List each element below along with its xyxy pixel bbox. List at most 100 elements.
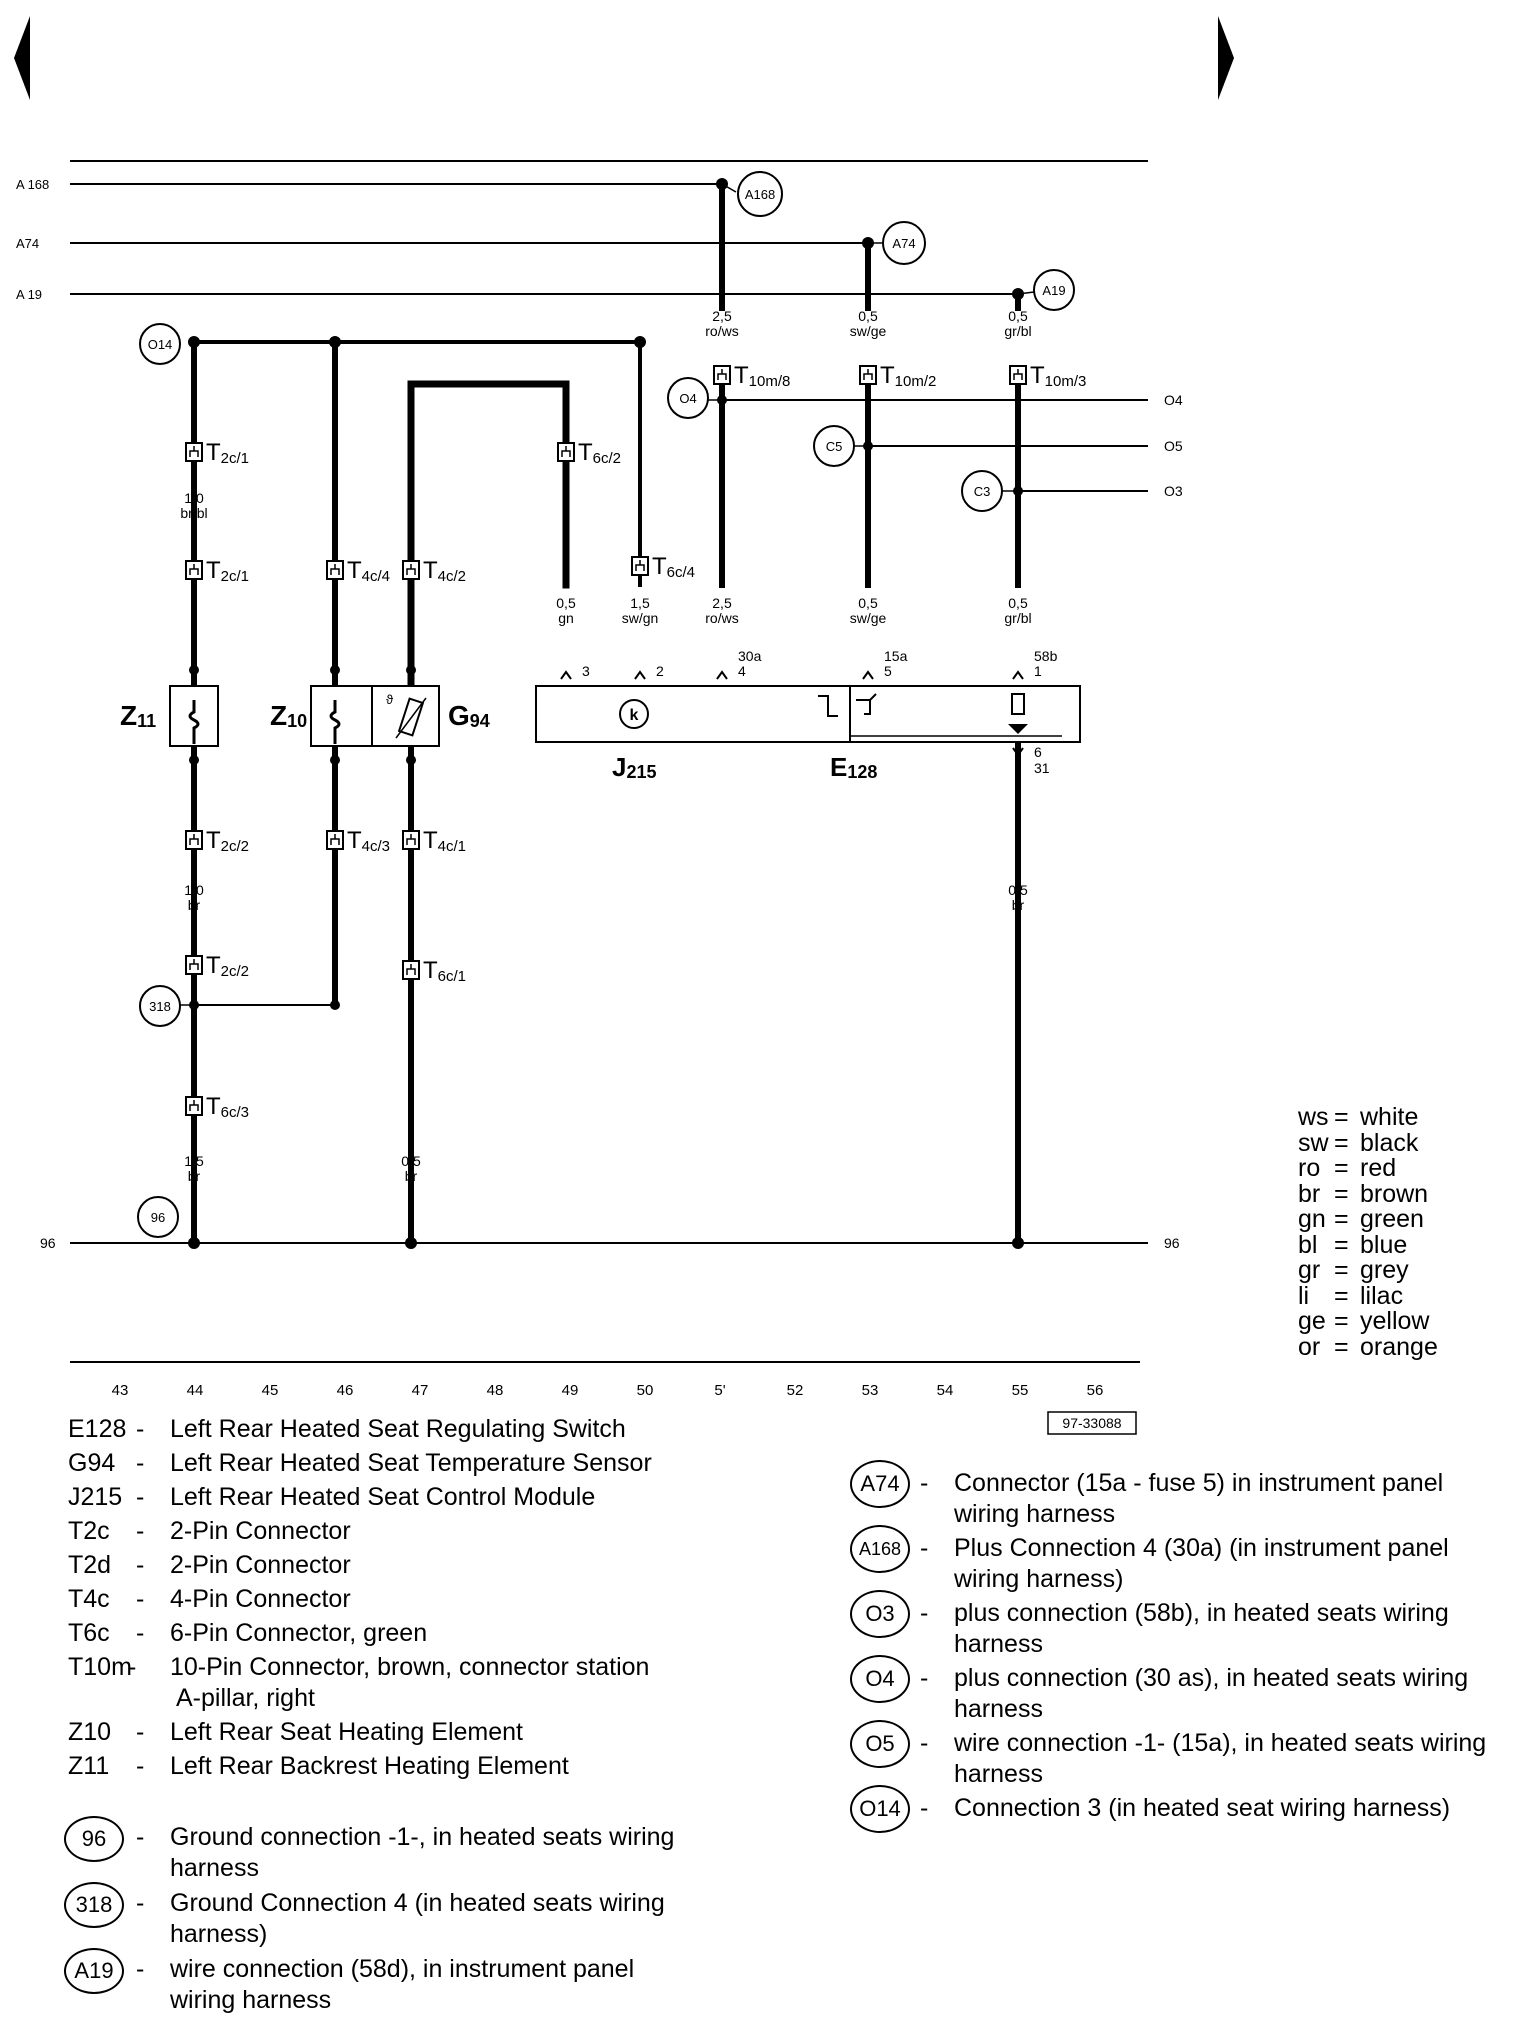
equals-sign: = <box>1334 1332 1349 1361</box>
wire-label: 2,5ro/ws <box>705 308 738 339</box>
circle-ref-a74-top: A74 <box>868 221 926 265</box>
scale-number: 5' <box>714 1382 725 1399</box>
svg-text:gr/bl: gr/bl <box>1004 610 1031 626</box>
svg-text:0,5: 0,5 <box>401 1153 421 1169</box>
pin-2: 2 <box>634 663 664 680</box>
scale-number: 46 <box>337 1382 354 1399</box>
legend-circle-ref: A19 <box>64 1948 124 1994</box>
svg-text:4: 4 <box>738 663 746 679</box>
color-name: red <box>1360 1154 1397 1182</box>
color-code: ro <box>1298 1154 1321 1182</box>
legend-circle-ref: A168 <box>850 1525 910 1573</box>
connector-label: T6c/3 <box>206 1093 249 1121</box>
equals-sign: = <box>1334 1281 1349 1310</box>
scale-number: 44 <box>187 1382 204 1399</box>
connector-2c-1: T2c/1 <box>185 439 249 467</box>
color-key-row: or=orange <box>1298 1332 1438 1361</box>
legend-description: Left Rear Heated Seat Regulating Switch <box>170 1415 626 1443</box>
legend-description: wire connection (58d), in instrument pan… <box>170 1955 635 1983</box>
bus-label-a19: A 19 <box>16 287 42 302</box>
bus-label-ground: 96 <box>40 1235 56 1251</box>
scale-number: 43 <box>112 1382 129 1399</box>
connector-label: T6c/4 <box>652 553 695 581</box>
svg-text:1,0: 1,0 <box>184 490 204 506</box>
wire-label: 0,5gr/bl <box>1004 308 1031 339</box>
connector-2c-2: T2c/2 <box>185 952 249 980</box>
wire-label: 2,5ro/ws <box>705 595 738 626</box>
legend-dash: - <box>136 1449 145 1477</box>
bus-label-a74: A74 <box>16 236 39 251</box>
legend-description: Left Rear Seat Heating Element <box>170 1718 523 1746</box>
svg-text:0,5: 0,5 <box>858 595 878 611</box>
color-code: gr <box>1298 1256 1321 1284</box>
color-code: or <box>1298 1332 1321 1361</box>
svg-text:1,0: 1,0 <box>184 882 204 898</box>
bus-label-a168: A 168 <box>16 177 49 192</box>
svg-text:0,5: 0,5 <box>858 308 878 324</box>
color-code: li <box>1298 1281 1310 1310</box>
scale-number: 56 <box>1087 1382 1104 1399</box>
color-key-row: gn=green <box>1298 1206 1438 1233</box>
color-name: grey <box>1360 1256 1409 1284</box>
wire-label: 1,0br/bl <box>180 490 207 521</box>
relay-icon <box>619 699 649 729</box>
j215-e128-module: k J215 E128 <box>535 685 1081 782</box>
legend-code: T4c <box>68 1585 110 1613</box>
circle-ref-text: A168 <box>745 187 775 202</box>
svg-text:15a: 15a <box>884 648 908 664</box>
svg-text:sw/ge: sw/ge <box>850 323 887 339</box>
legend-circle-ref: O14 <box>850 1785 910 1833</box>
e128-label: E128 <box>830 752 877 782</box>
legend-dash: - <box>136 1619 145 1647</box>
connector-4c-1: T4c/1 <box>402 827 466 855</box>
color-key-row: gr = grey <box>1298 1256 1438 1284</box>
connector-4c-2: T4c/2 <box>402 557 466 585</box>
legend-circle-ref: O5 <box>850 1720 910 1768</box>
prev-page-icon[interactable] <box>14 16 30 100</box>
legend-dash: - <box>920 1794 929 1822</box>
legend-code: Z11 <box>68 1752 110 1780</box>
connector-label: T2c/1 <box>206 439 249 467</box>
scale-number: 47 <box>412 1382 429 1399</box>
bus-line-a168: A 168 <box>16 177 722 192</box>
legend-dash: - <box>920 1664 929 1692</box>
circle-ref-o5: C5 <box>813 425 868 467</box>
legend-description-continued: harness) <box>170 1920 268 1948</box>
legend-dash: - <box>128 1653 137 1681</box>
connector-4c-3: T4c/3 <box>326 827 390 855</box>
svg-text:br: br <box>188 1168 201 1184</box>
legend-dash: - <box>136 1551 145 1579</box>
right-line-o5: O5 <box>868 438 1183 454</box>
connector-label: T10m/8 <box>734 362 790 390</box>
equals-sign: = <box>1334 1128 1349 1157</box>
svg-text:2: 2 <box>656 663 664 679</box>
circle-ref-o4: O4 <box>667 377 722 419</box>
svg-text:sw/ge: sw/ge <box>850 610 887 626</box>
svg-text:sw/gn: sw/gn <box>622 610 659 626</box>
legend-dash: - <box>136 1517 145 1545</box>
legend-description: wire connection -1- (15a), in heated sea… <box>954 1729 1487 1757</box>
color-key-row: ge=yellow <box>1298 1307 1438 1335</box>
lamp-icon <box>1011 693 1025 715</box>
equals-sign: = <box>1334 1154 1349 1182</box>
color-code: bl <box>1298 1230 1318 1259</box>
color-name: brown <box>1360 1179 1429 1208</box>
pin-3: 3 <box>560 663 590 680</box>
color-name: blue <box>1360 1230 1408 1259</box>
connector-label: T10m/2 <box>880 362 936 390</box>
wiring-diagram: A 168 A74 A 19 A168 A74 A19 <box>14 16 1234 1435</box>
svg-text:gn: gn <box>558 610 574 626</box>
color-code: ge <box>1298 1307 1326 1335</box>
equals-sign: = <box>1334 1256 1349 1284</box>
connector-label: T6c/1 <box>423 957 466 985</box>
wire-label: 1,5sw/gn <box>622 595 659 626</box>
connector-label: T4c/2 <box>423 557 466 585</box>
connector-6c-2: T6c/2 <box>557 439 621 467</box>
next-page-icon[interactable] <box>1218 16 1234 100</box>
switch-icon <box>818 695 838 717</box>
j215-label: J215 <box>612 752 657 782</box>
connector-label: T2c/2 <box>206 827 249 855</box>
equals-sign: = <box>1334 1179 1349 1208</box>
z11-label: Z11 <box>120 700 156 731</box>
